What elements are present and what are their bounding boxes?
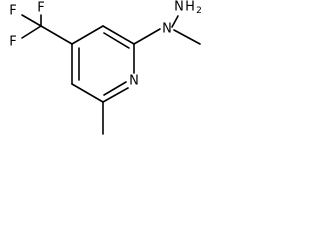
ring-bond-c4-c3 [71,25,104,45]
amino-nitrogen-label: N [174,0,184,15]
bond-cf3-f-left-bottom [21,25,42,39]
ring-nitrogen-label: N [129,74,139,89]
bond-c2-n-hydrazine [133,28,161,45]
ring-bond-n1-c6 [102,87,129,103]
bond-n-nh2 [171,15,179,28]
amino-hydrogen-label: H [185,0,195,15]
ring-bond-c6-c5 [71,83,104,103]
bond-n-methyl [173,29,201,45]
fluorine-left-top-label: F [9,4,16,19]
bond-cf3-f-left-top [21,14,42,27]
ring-bond-n1-c6-inner [103,81,127,96]
fluorine-left-bottom-label: F [9,35,16,50]
ring-bond-c3-c2 [102,25,135,45]
bond-c4-cf3 [40,25,73,45]
fluorine-top-label: F [37,1,44,16]
amino-subscript-label: 2 [196,6,202,16]
ring-bond-c3-c2-inner [103,32,130,49]
chemical-structure-diagram: F F F N N H 2 N [9,0,202,135]
hydrazine-nitrogen-label: N [162,22,172,37]
